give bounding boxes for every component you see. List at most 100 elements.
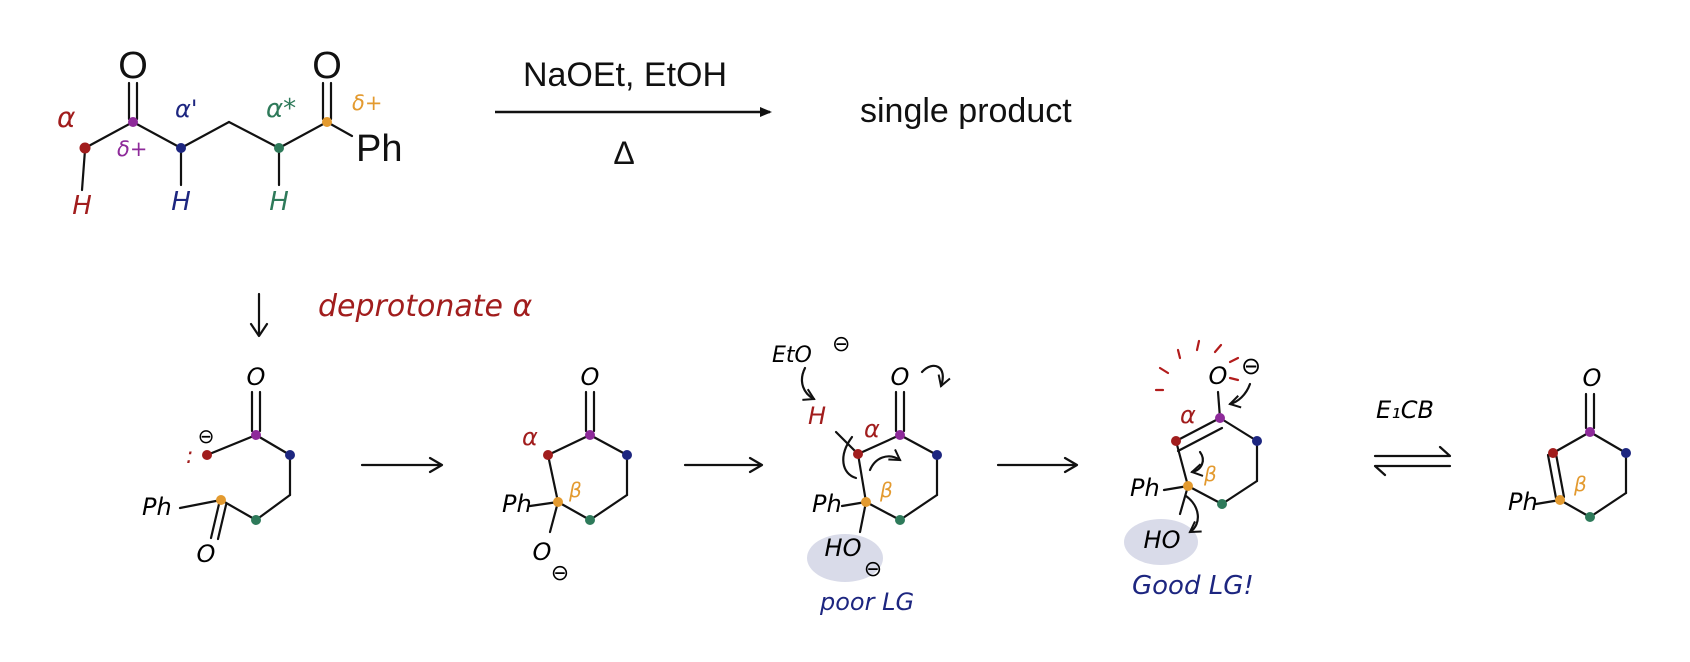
enone-phenyl: Ph	[1508, 488, 1538, 516]
delta-plus-left: δ+	[117, 137, 147, 161]
starting-diketone: O O Ph α δ+ α' α* δ+ H H H	[57, 45, 402, 221]
hydroxide-charge: ⊖	[864, 557, 882, 582]
enolate-charge: ⊖	[198, 424, 215, 448]
alpha-star-carbon-dot	[274, 143, 284, 153]
aldol-phenyl: Ph	[812, 490, 842, 518]
ketone-carbon-dot	[216, 495, 226, 505]
enolate-oxygen: O	[1209, 362, 1228, 390]
enolate-with-hydroxyl: O ⊖ α β Ph HO Good LG!	[1124, 339, 1262, 601]
alpha-carbon-dot	[1548, 448, 1558, 458]
equilibrium-arrows	[1373, 445, 1452, 477]
base-label: EtO	[772, 343, 812, 368]
alkoxide-alpha: α	[522, 423, 538, 451]
hydrogen-alpha: H	[72, 191, 92, 221]
alpha-star-carbon-dot	[251, 515, 261, 525]
enone-beta: β	[1573, 472, 1587, 496]
lg-highlight-good	[1124, 519, 1198, 565]
hydroxide-group: HO	[825, 534, 862, 562]
ch-bond-curved-arrow	[842, 435, 858, 480]
hydroxide-leaving-arrow	[1184, 494, 1202, 534]
alkoxide-intermediate: O O ⊖ Ph α β	[502, 363, 632, 586]
carbonyl-carbon-dot	[585, 430, 595, 440]
alkoxide-oxygen-bottom: O	[533, 538, 552, 566]
carbonyl-oxygen-right: O	[312, 45, 342, 87]
enolate-oxygen-bottom: O	[197, 540, 216, 568]
enolate-charge: ⊖	[1241, 352, 1261, 380]
ring-carbon-dot	[932, 450, 942, 460]
ring-carbon-dot	[622, 450, 632, 460]
step-arrow-3	[996, 456, 1079, 474]
alpha-prime-label: α'	[175, 95, 197, 123]
beta-carbon-dot	[861, 497, 871, 507]
hydrogen-alpha-star: H	[269, 187, 289, 217]
aldol-product-deprotonation: EtO ⊖ H O α β Ph HO ⊖ poor LG	[772, 332, 951, 616]
enolate-oxygen-top: O	[247, 363, 266, 391]
aldol-beta: β	[879, 478, 893, 502]
alpha-carbon-dot	[79, 142, 91, 154]
base-label-background	[780, 342, 824, 368]
carbonyl-carbon-dot	[1585, 427, 1595, 437]
alpha-prime-carbon-dot	[285, 450, 295, 460]
phenyl-label: Ph	[356, 128, 402, 170]
good-lg-note: Good LG!	[1132, 571, 1254, 601]
carbonyl-oxygen-left: O	[118, 45, 148, 87]
ring-carbon-dot	[1217, 499, 1227, 509]
enolate-forming-arrow	[868, 449, 902, 472]
carbonyl-carbon-dot	[251, 430, 261, 440]
hydrogen-alpha-prime: H	[171, 187, 191, 217]
alpha-carbon-dot	[543, 450, 553, 460]
reagent-label: NaOEt, EtOH	[523, 56, 727, 94]
alkoxide-phenyl: Ph	[502, 490, 532, 518]
carbonyl-carbon-dot-right	[322, 117, 332, 127]
carbonyl-carbon-dot	[895, 430, 905, 440]
alkoxide-oxygen-top: O	[581, 363, 600, 391]
ring-carbon-dot	[1585, 512, 1595, 522]
alpha-prime-carbon-dot	[176, 143, 186, 153]
base-charge: ⊖	[832, 332, 850, 357]
alpha-star-label: α*	[266, 94, 296, 124]
ring-carbon-dot	[1252, 436, 1262, 446]
heat-label: Δ	[613, 135, 634, 171]
ring-carbon-dot	[895, 515, 905, 525]
beta-carbon-dot	[1555, 495, 1565, 505]
alkoxide-charge: ⊖	[551, 561, 569, 586]
enolate-carbon-dot	[1215, 413, 1225, 423]
product-label: single product	[860, 92, 1072, 130]
alpha-label: α	[57, 101, 76, 134]
enone-product: O β Ph	[1508, 364, 1631, 522]
aldol-alpha: α	[864, 415, 880, 443]
alpha-carbon-dot	[853, 449, 863, 459]
ring-carbon-dot	[585, 515, 595, 525]
deprotonate-note: deprotonate α	[318, 289, 533, 324]
hydroxide-group: HO	[1144, 526, 1181, 554]
enolate-beta: β	[1203, 462, 1217, 486]
enolate-phenyl: Ph	[1130, 474, 1160, 502]
ketone-oxygen: O	[891, 363, 910, 391]
alpha-carbon-dot	[1171, 436, 1181, 446]
step-arrow-1	[360, 456, 444, 474]
lone-pair: :	[186, 444, 193, 469]
carbonyl-curved-arrow	[920, 364, 951, 388]
alkoxide-beta: β	[568, 478, 582, 502]
enolate-carbon-dot	[202, 450, 212, 460]
beta-carbon-dot	[1183, 481, 1193, 491]
abstracted-hydrogen: H	[808, 402, 826, 430]
enolate-push-arrow	[1228, 382, 1252, 409]
poor-lg-note: poor LG	[819, 588, 914, 616]
step-arrow-2	[683, 456, 764, 474]
base-attack-arrow	[800, 366, 816, 401]
carbonyl-carbon-dot-left	[128, 117, 138, 127]
enone-oxygen: O	[1583, 364, 1602, 392]
beta-carbon-dot	[553, 497, 563, 507]
delta-plus-right: δ+	[352, 91, 382, 115]
pi-bond-arrow	[1190, 450, 1204, 477]
lg-highlight-poor	[807, 534, 883, 582]
enolate-alpha: α	[1180, 401, 1196, 429]
ring-carbon-dot	[1621, 448, 1631, 458]
enolate-phenyl: Ph	[142, 493, 172, 521]
e1cb-label: E₁CB	[1376, 396, 1434, 424]
down-arrow	[249, 292, 269, 338]
charge-burst	[1154, 339, 1240, 392]
